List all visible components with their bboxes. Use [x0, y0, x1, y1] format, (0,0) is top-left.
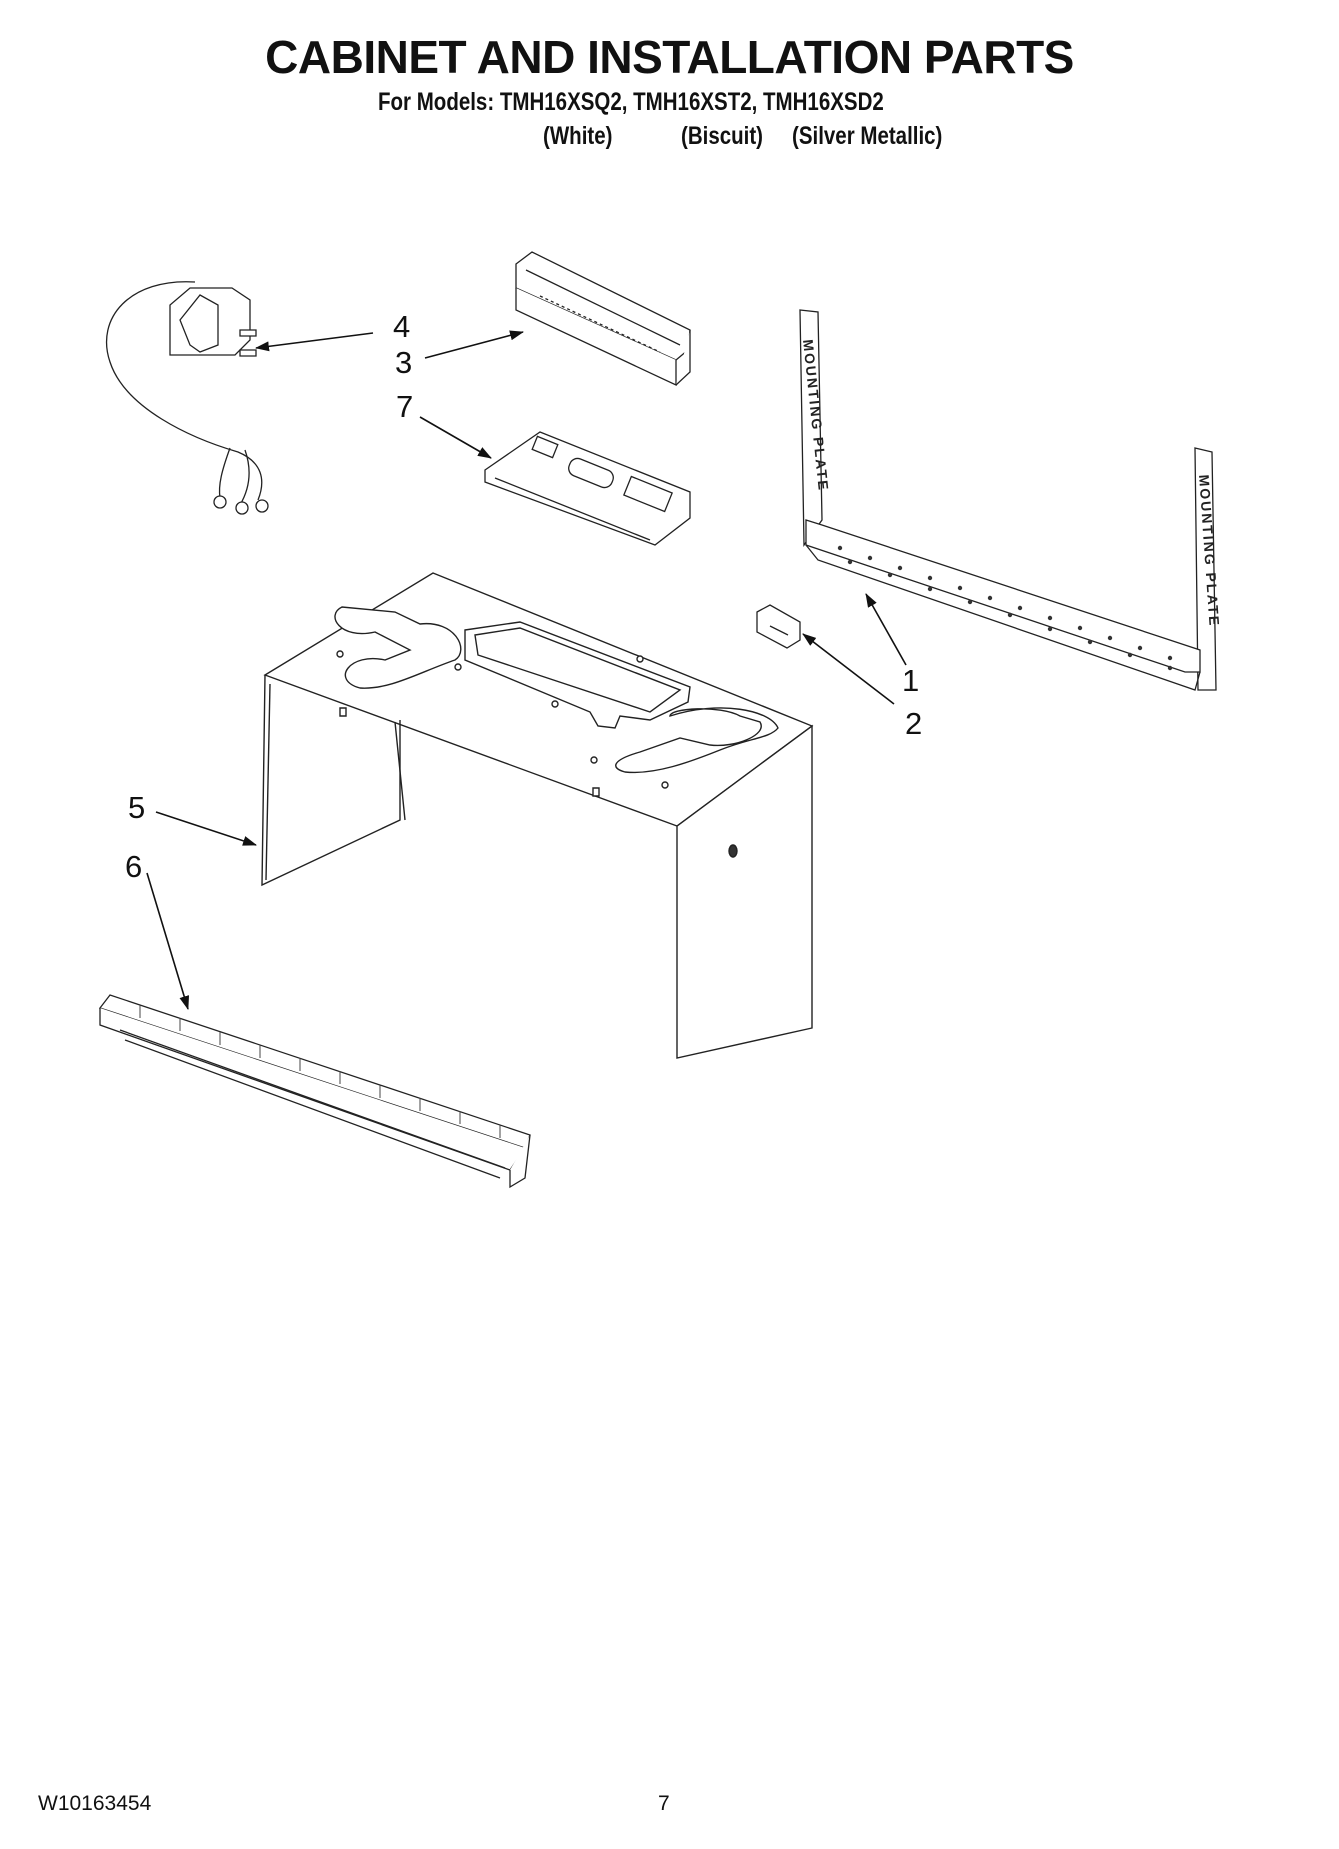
- leader-arrow-5: [156, 812, 257, 845]
- mounting-plate-part: MOUNTING PLATE MOUNTING PLATE: [800, 310, 1223, 690]
- leader-arrow-6: [147, 873, 190, 1010]
- leader-arrow-3: [425, 330, 524, 358]
- callout-5: 5: [128, 790, 146, 825]
- clip-part: [757, 605, 800, 648]
- callout-2: 2: [905, 706, 923, 741]
- cabinet-wrapper-part: [262, 573, 812, 1058]
- callout-7: 7: [396, 389, 414, 424]
- page-number: 7: [658, 1792, 670, 1815]
- callout-1: 1: [902, 663, 920, 698]
- variant-silver-metallic: (Silver Metallic): [792, 122, 943, 150]
- leader-arrow-7: [420, 417, 492, 458]
- variant-biscuit: (Biscuit): [681, 122, 763, 150]
- callout-3: 3: [395, 345, 413, 380]
- models-line: For Models: TMH16XSQ2, TMH16XST2, TMH16X…: [378, 88, 884, 116]
- leader-arrow-2: [802, 634, 894, 704]
- variant-white: (White): [543, 122, 613, 150]
- top-vent-part: [516, 252, 690, 385]
- page-title: CABINET AND INSTALLATION PARTS: [265, 31, 1074, 83]
- document-number: W10163454: [38, 1792, 152, 1815]
- power-cord-part: [107, 282, 268, 514]
- leader-arrow-1: [866, 593, 906, 665]
- leader-arrow-4: [255, 333, 373, 352]
- callout-4: 4: [393, 309, 411, 344]
- leader-arrows: [147, 330, 906, 1010]
- bracket-plate-part: [485, 432, 690, 545]
- callout-6: 6: [125, 849, 143, 884]
- vent-grille-part: [100, 995, 530, 1187]
